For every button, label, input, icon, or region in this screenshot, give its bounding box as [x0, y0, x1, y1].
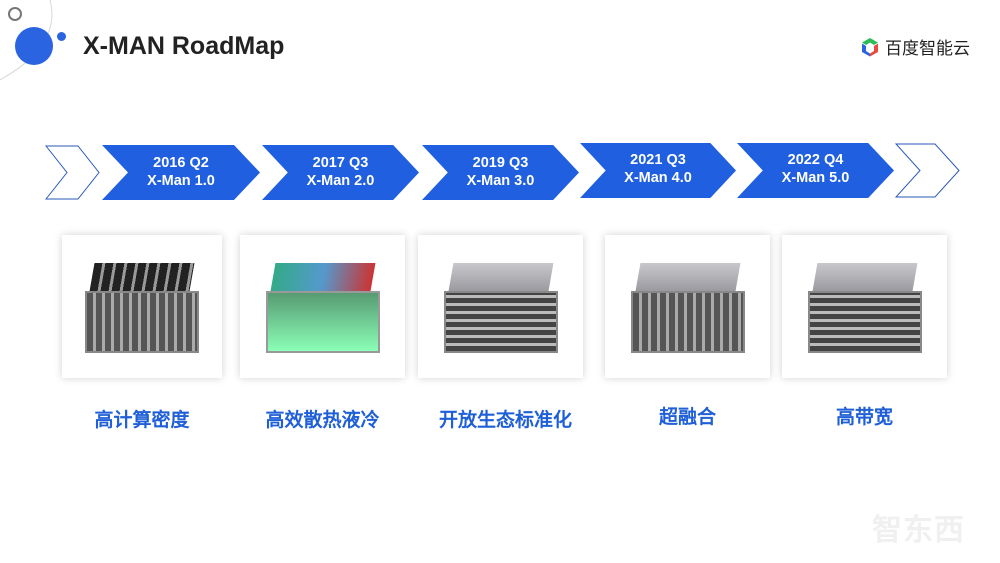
cube-logo-icon	[862, 37, 878, 56]
feature-label: 高带宽	[835, 407, 893, 428]
timeline-date: 2021 Q3	[630, 152, 686, 168]
decorative-ring	[8, 7, 22, 21]
timeline-version: X-Man 1.0	[147, 173, 215, 189]
timeline-version: X-Man 3.0	[466, 173, 535, 189]
feature-label: 高计算密度	[94, 410, 190, 431]
decorative-dot-large	[15, 27, 53, 65]
decorative-dot-small	[57, 32, 66, 41]
server-image-5	[782, 235, 947, 378]
timeline-date: 2016 Q2	[153, 155, 209, 171]
page-title: X-MAN RoadMap	[83, 32, 285, 60]
server-image-1	[62, 235, 222, 378]
timeline-version: X-Man 4.0	[624, 170, 692, 186]
timeline-version: X-Man 5.0	[781, 170, 850, 186]
timeline-date: 2022 Q4	[787, 152, 844, 168]
server-image-4	[605, 235, 770, 378]
brand-logo: 百度智能云	[860, 34, 970, 59]
brand-name: 百度智能云	[885, 39, 970, 58]
timeline-step-1: 2016 Q2 X-Man 1.0	[102, 145, 260, 200]
timeline-step-5: 2022 Q4 X-Man 5.0	[737, 143, 894, 198]
timeline-step-2: 2017 Q3 X-Man 2.0	[262, 145, 419, 200]
timeline-end-chevron	[895, 143, 960, 198]
timeline-step-3: 2019 Q3 X-Man 3.0	[422, 145, 579, 200]
server-image-3	[418, 235, 583, 378]
timeline-date: 2017 Q3	[312, 155, 369, 171]
feature-label: 高效散热液冷	[265, 410, 380, 431]
watermark: 智东西	[872, 514, 965, 547]
server-image-2	[240, 235, 405, 378]
feature-label: 超融合	[658, 407, 716, 428]
timeline-date: 2019 Q3	[472, 155, 529, 171]
feature-label: 开放生态标准化	[438, 410, 572, 431]
timeline-step-4: 2021 Q3 X-Man 4.0	[580, 143, 736, 198]
timeline-version: X-Man 2.0	[306, 173, 375, 189]
timeline-start-chevron	[45, 145, 100, 200]
